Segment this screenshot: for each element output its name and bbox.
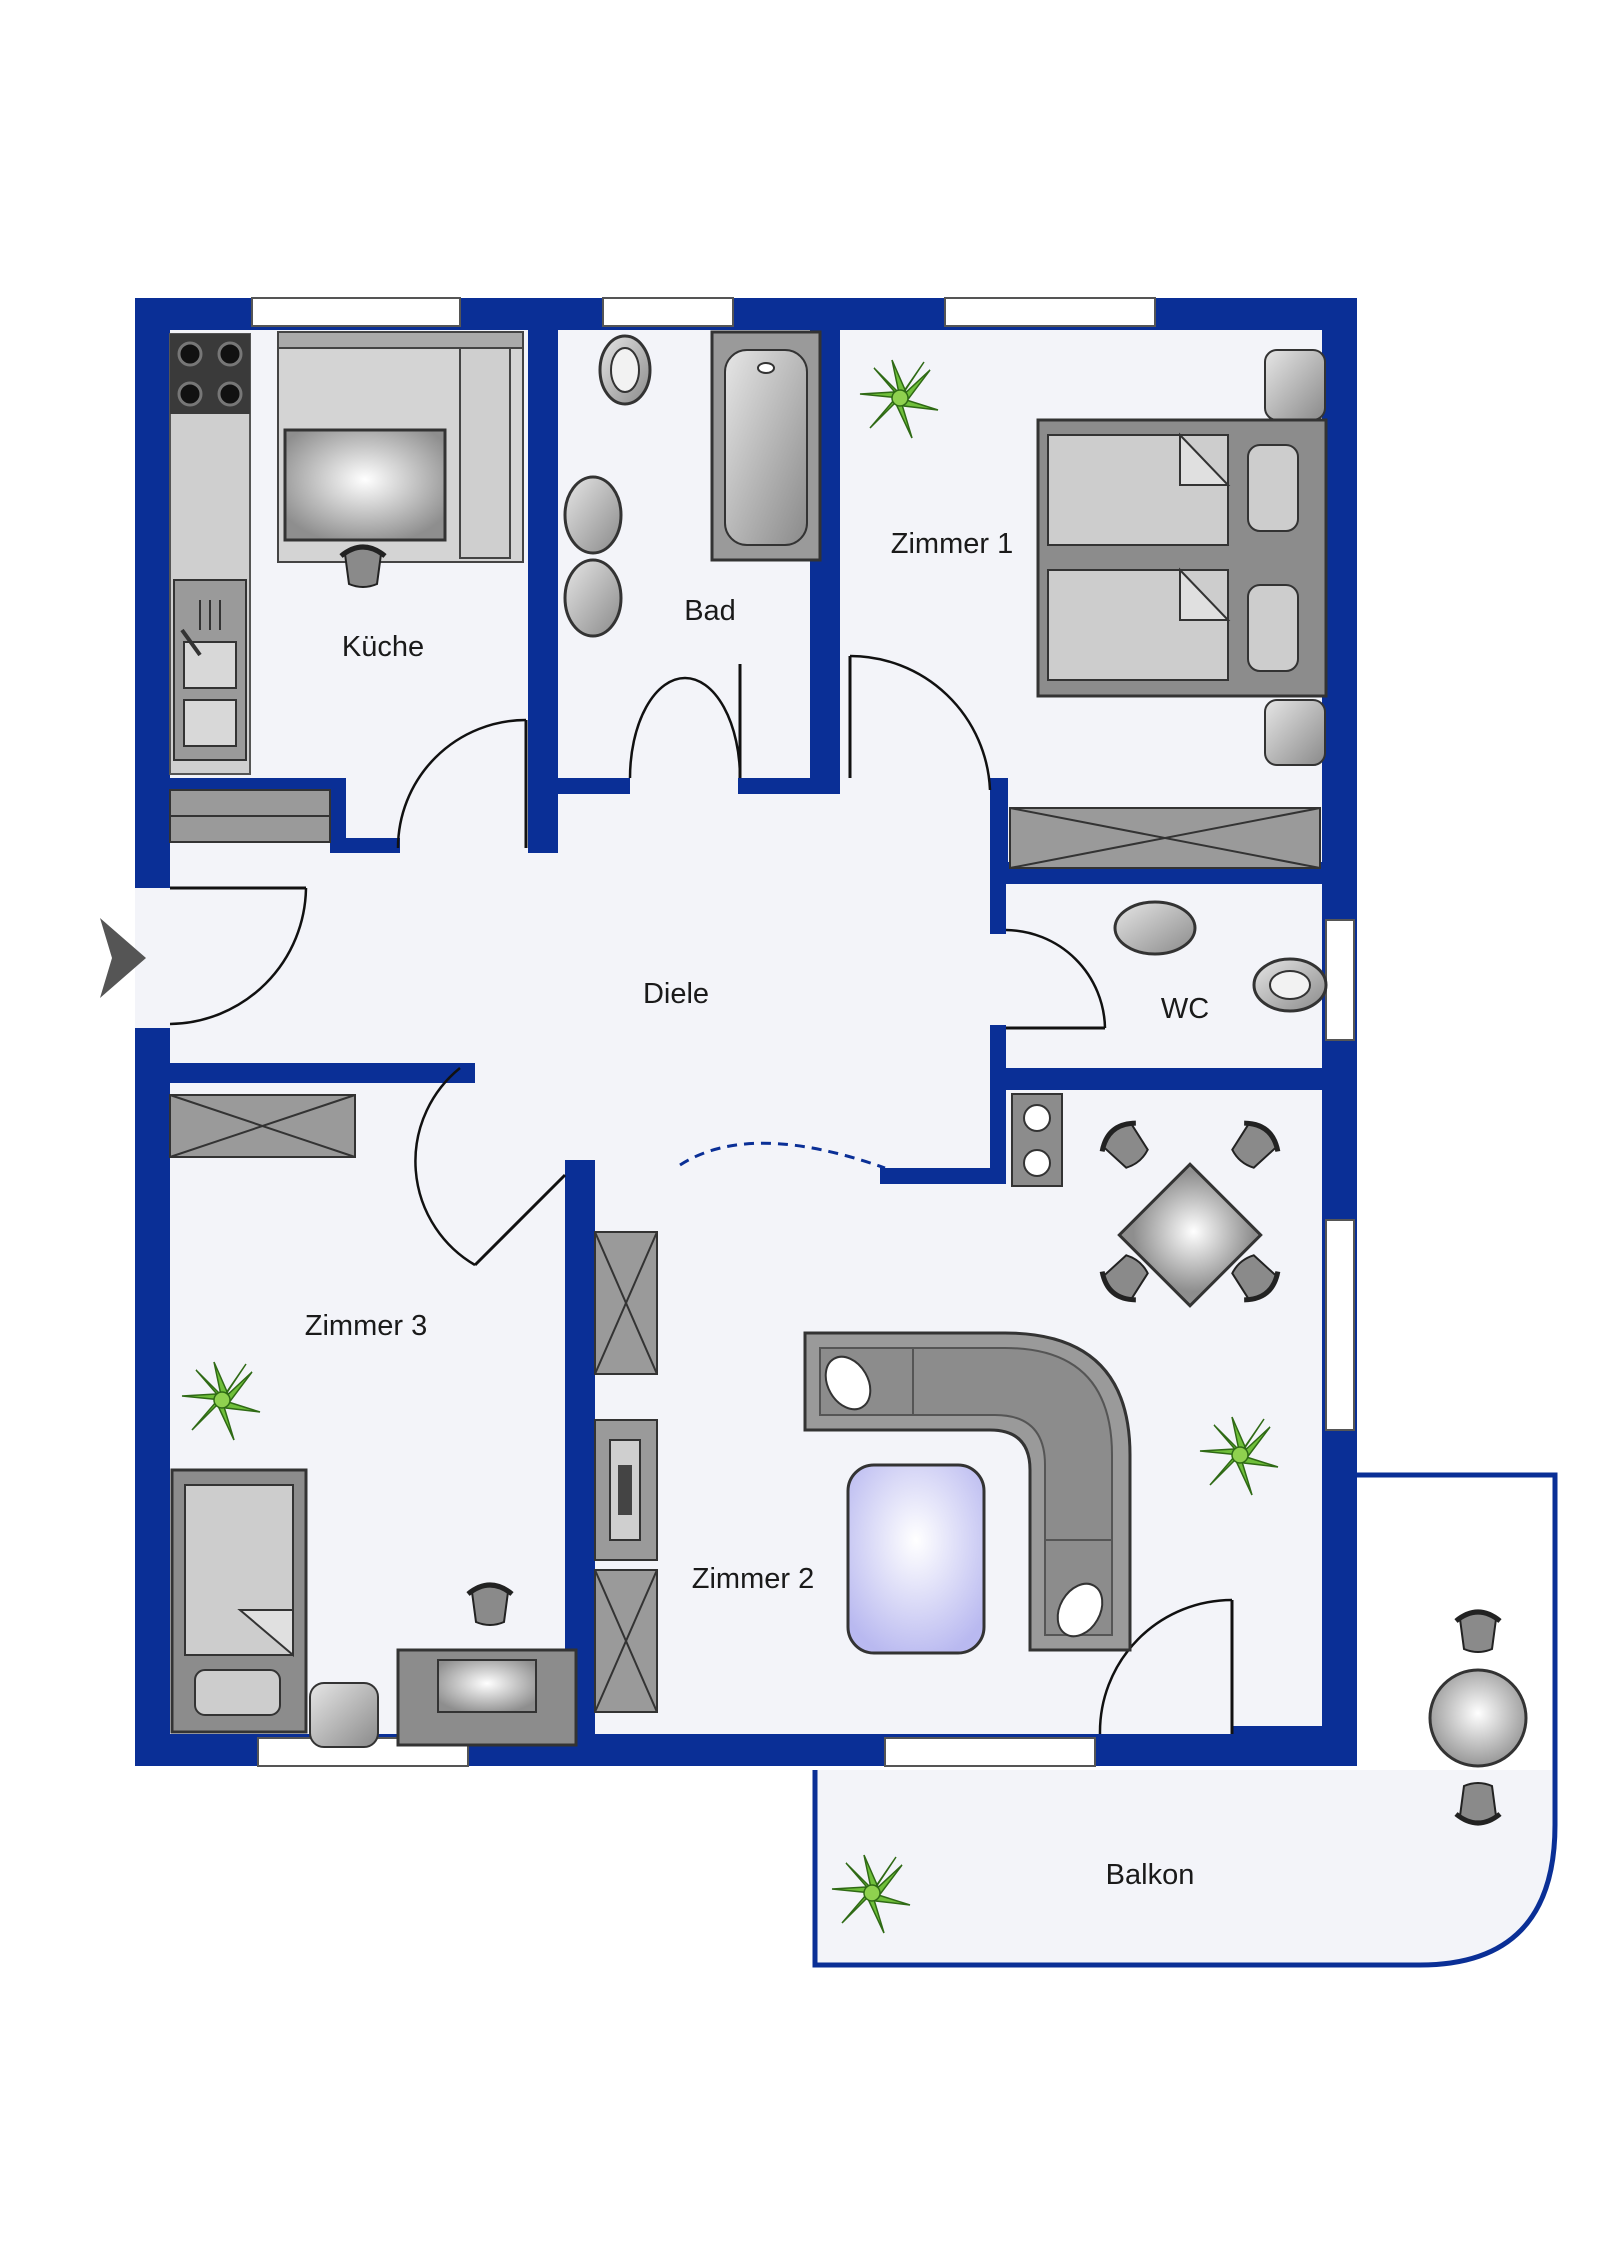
chair-icon bbox=[1456, 1783, 1500, 1823]
room-label-kueche: Küche bbox=[342, 631, 424, 663]
entry-door-icon bbox=[169, 887, 308, 1026]
kitchen-furniture bbox=[169, 331, 524, 843]
sink-icon bbox=[1113, 900, 1197, 956]
balcony-furniture bbox=[831, 1612, 1528, 1934]
chair-icon bbox=[1456, 1612, 1500, 1652]
balcony-floor bbox=[815, 1770, 1555, 1965]
room-label-bad: Bad bbox=[684, 595, 736, 627]
coffee-table-icon bbox=[846, 1463, 986, 1655]
room-label-balkon: Balkon bbox=[1106, 1859, 1195, 1891]
bedroom3-furniture bbox=[169, 1094, 578, 1748]
wc-furniture bbox=[1113, 900, 1328, 1013]
room-label-diele: Diele bbox=[643, 978, 709, 1010]
balcony-outline bbox=[812, 1472, 1558, 1968]
table-icon bbox=[1428, 1668, 1528, 1768]
dining-table-icon bbox=[1117, 1162, 1263, 1308]
room-label-wc: WC bbox=[1161, 993, 1209, 1025]
interior-walls bbox=[170, 298, 1324, 1746]
bedroom1-furniture bbox=[859, 349, 1328, 869]
room-label-zimmer3: Zimmer 3 bbox=[305, 1310, 427, 1342]
room-label-zimmer2: Zimmer 2 bbox=[692, 1563, 814, 1595]
sink-icon bbox=[563, 558, 623, 638]
chair-icon bbox=[341, 547, 385, 587]
entry-arrow-icon bbox=[100, 918, 146, 998]
doors bbox=[396, 654, 1234, 1735]
chair-icon bbox=[468, 1585, 512, 1625]
windows bbox=[251, 297, 1355, 1767]
room-label-zimmer1: Zimmer 1 bbox=[891, 528, 1013, 560]
bathroom-furniture bbox=[563, 330, 822, 638]
sink-icon bbox=[563, 475, 623, 555]
livingroom-furniture bbox=[594, 1093, 1284, 1713]
kitchen-table-icon bbox=[283, 428, 447, 542]
